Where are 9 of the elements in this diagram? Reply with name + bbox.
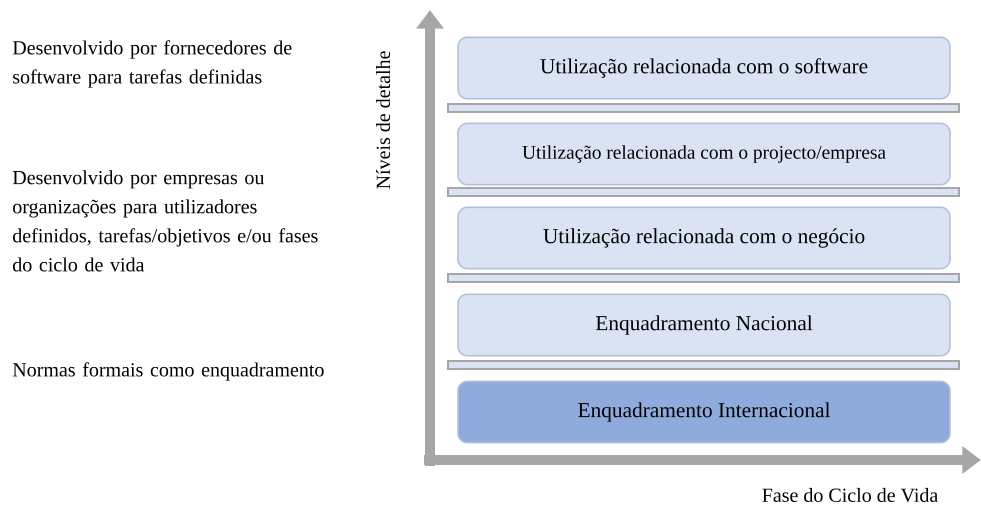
level-box: Utilização relacionada com o negócio xyxy=(457,206,951,270)
level-box: Enquadramento Internacional xyxy=(457,380,951,444)
description-text: Desenvolvido por fornecedores de software para tarefas definidas xyxy=(12,40,292,88)
level-box: Utilização relacionada com o software xyxy=(457,36,951,100)
description-text: Desenvolvido por empresas ou organizações para utilizadores definidos, tarefas/objetivos e/ou fases do ciclo de vida xyxy=(12,170,318,272)
description-text: Normas formais como enquadramento xyxy=(12,362,324,381)
axis-label: Níveis de detalhe xyxy=(376,51,390,189)
level-box: Enquadramento Nacional xyxy=(457,294,951,356)
axis-label: Fase do Ciclo de Vida xyxy=(762,488,938,502)
